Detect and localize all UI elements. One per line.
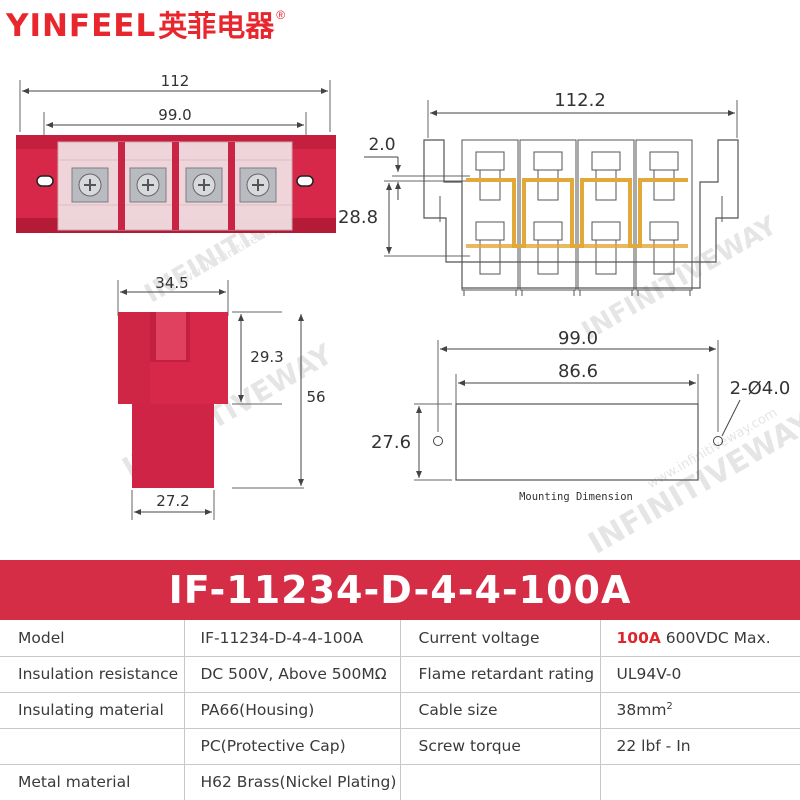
side-view: 34.5 29.3 56 27.2 <box>117 274 326 520</box>
spec-label: Current voltage <box>400 620 601 657</box>
cable-size-exponent: 2 <box>666 700 673 712</box>
dim-mount-holes-dia: 2-Ø4.0 <box>730 378 791 399</box>
spec-label: Cable size <box>400 692 601 729</box>
dim-side-bottom: 27.2 <box>156 492 189 510</box>
voltage-rating: 600VDC Max. <box>660 628 771 647</box>
spec-label: Metal material <box>0 764 185 800</box>
dim-section-height: 28.8 <box>338 207 378 228</box>
dim-section-cap: 2.0 <box>368 135 395 155</box>
dim-top-overall: 112 <box>161 72 190 90</box>
dim-side-total: 56 <box>306 388 325 406</box>
spec-label: Insulating material <box>0 692 185 729</box>
terminal-screw <box>71 167 109 203</box>
mounting-view: 99.0 86.6 2-Ø4.0 27.6 Mounting Dimension <box>371 328 790 503</box>
terminal-screw <box>129 167 167 203</box>
spec-value: PA66(Housing) <box>184 692 401 729</box>
brand-logo: YINFEEL 英菲电器 ® <box>6 4 285 48</box>
dim-section-overall: 112.2 <box>554 90 606 111</box>
cable-size: 38mm <box>616 701 667 720</box>
dim-mount-holes: 99.0 <box>558 328 598 349</box>
section-view: 112.2 2.0 28.8 <box>338 90 739 296</box>
spec-label <box>400 764 601 800</box>
watermark-text: INFINITIVEWAY <box>583 404 800 560</box>
terminal-screw <box>185 167 223 203</box>
spec-value: 38mm2 <box>600 692 800 729</box>
spec-label: Insulation resistance <box>0 656 185 693</box>
spec-value: PC(Protective Cap) <box>184 728 401 765</box>
dim-top-holes: 99.0 <box>158 106 191 124</box>
table-row: Metal material H62 Brass(Nickel Plating) <box>0 764 800 800</box>
table-row: PC(Protective Cap) Screw torque 22 lbf -… <box>0 728 800 765</box>
terminal-screw <box>239 167 277 203</box>
brand-name: YINFEEL <box>6 8 157 44</box>
table-row: Insulation resistance DC 500V, Above 500… <box>0 656 800 693</box>
spec-value: DC 500V, Above 500MΩ <box>184 656 401 693</box>
brand-name-chinese: 英菲电器 <box>158 9 275 43</box>
mount-hole <box>713 436 723 446</box>
spec-value: UL94V-0 <box>600 656 800 693</box>
mount-hole <box>433 436 443 446</box>
dim-side-step: 29.3 <box>250 348 283 366</box>
spec-value: H62 Brass(Nickel Plating) <box>184 764 401 800</box>
technical-drawing: INFINITIVEWAY www.infinitiveway.com INFI… <box>16 72 800 560</box>
spec-table: Model IF-11234-D-4-4-100A Current voltag… <box>0 620 800 800</box>
registered-mark: ® <box>276 8 286 22</box>
spec-value <box>600 764 800 800</box>
watermark-text: INFINITIVEWAY <box>577 210 783 346</box>
product-title: IF-11234-D-4-4-100A <box>168 568 632 612</box>
spec-label <box>0 728 185 765</box>
dim-mount-length: 86.6 <box>558 361 598 382</box>
spec-value: 100A 600VDC Max. <box>600 620 800 657</box>
table-row: Insulating material PA66(Housing) Cable … <box>0 692 800 729</box>
dim-mount-height: 27.6 <box>371 432 411 453</box>
top-view: 112 99.0 <box>16 72 336 233</box>
mounting-caption: Mounting Dimension <box>519 491 633 503</box>
spec-value: 22 lbf - In <box>600 728 800 765</box>
spec-label: Model <box>0 620 185 657</box>
table-row: Model IF-11234-D-4-4-100A Current voltag… <box>0 620 800 657</box>
spec-value: IF-11234-D-4-4-100A <box>184 620 401 657</box>
spec-label: Screw torque <box>400 728 601 765</box>
dim-side-top: 34.5 <box>155 274 188 292</box>
current-rating: 100A <box>616 628 661 647</box>
spec-label: Flame retardant rating <box>400 656 601 693</box>
product-title-banner: IF-11234-D-4-4-100A <box>0 560 800 620</box>
